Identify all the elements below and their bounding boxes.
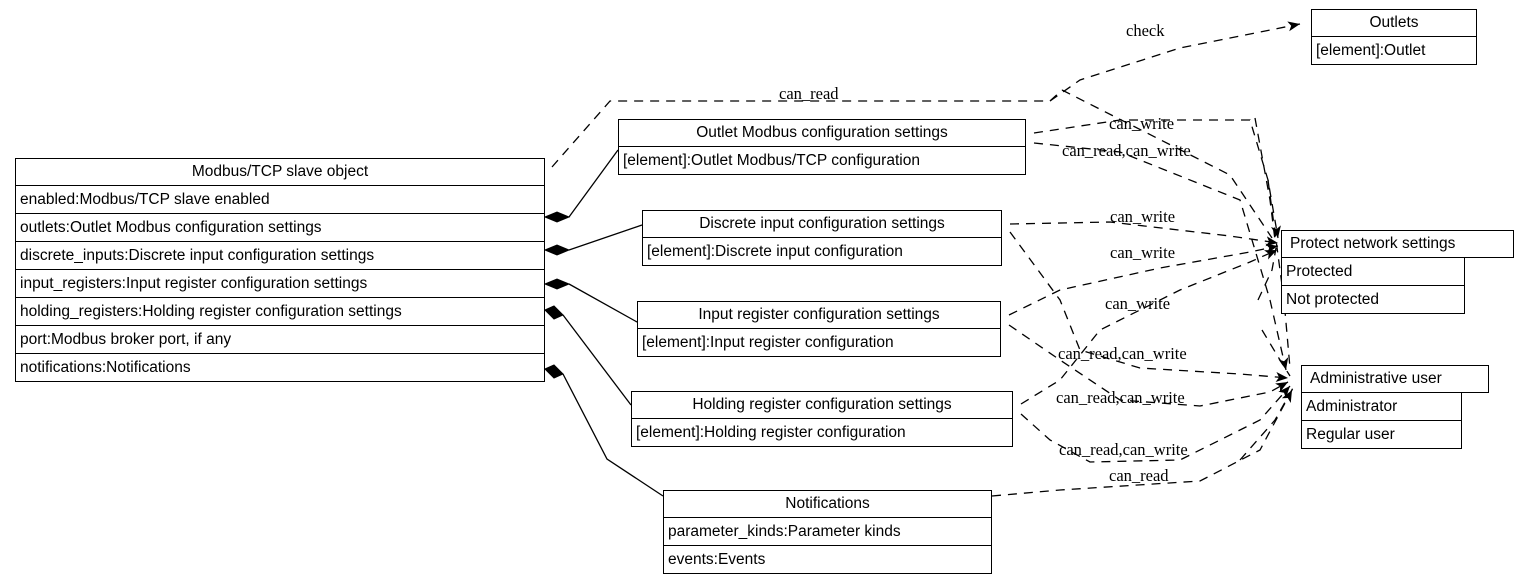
node-notifications[interactable]: Notifications parameter_kinds:Parameter …	[663, 490, 992, 574]
edge-slave-to-discrete-cfg	[568, 224, 643, 251]
node-attribute: Not protected	[1281, 286, 1465, 314]
node-attribute: events:Events	[663, 546, 992, 574]
composition-diamond-discrete	[543, 244, 571, 256]
node-attribute: enabled:Modbus/TCP slave enabled	[15, 186, 545, 214]
node-discrete-input-configuration-settings[interactable]: Discrete input configuration settings [e…	[642, 210, 1002, 266]
node-attribute: Administrator	[1301, 393, 1462, 421]
node-title: Holding register configuration settings	[631, 391, 1013, 419]
node-title: Administrative user	[1301, 365, 1489, 393]
edge-label-can-read-write-outlet: can_read,can_write	[1062, 141, 1191, 160]
edge-label-can-read-top: can_read	[779, 84, 839, 103]
node-holding-register-configuration-settings[interactable]: Holding register configuration settings …	[631, 391, 1013, 447]
node-title: Outlets	[1311, 9, 1477, 37]
edge-slave-to-holding-reg-cfg	[562, 314, 632, 406]
edge-label-can-write-discrete-2: can_write	[1110, 243, 1176, 262]
node-title: Modbus/TCP slave object	[15, 158, 545, 186]
node-attribute: [element]:Outlet	[1311, 37, 1477, 65]
node-protect-network-settings[interactable]: Protect network settings Protected Not p…	[1281, 230, 1514, 314]
node-attribute: [element]:Outlet Modbus/TCP configuratio…	[618, 147, 1026, 175]
node-administrative-user[interactable]: Administrative user Administrator Regula…	[1301, 365, 1489, 449]
node-attribute: discrete_inputs:Discrete input configura…	[15, 242, 545, 270]
edge-strand-admin-b	[1261, 329, 1291, 377]
composition-diamond-holding-registers	[544, 305, 564, 320]
composition-diamond-notifications	[544, 364, 564, 379]
node-outlet-modbus-configuration-settings[interactable]: Outlet Modbus configuration settings [el…	[618, 119, 1026, 175]
node-title: Protect network settings	[1281, 230, 1514, 258]
edge-label-can-read-bottom: can_read	[1109, 466, 1169, 485]
edge-label-can-write-input-reg: can_write	[1105, 294, 1171, 313]
node-attribute: [element]:Input register configuration	[637, 329, 1001, 357]
node-attribute: notifications:Notifications	[15, 354, 545, 382]
edge-label-can-write-discrete: can_write	[1110, 207, 1176, 226]
edge-strand-protect-c	[1257, 247, 1277, 301]
composition-diamond-outlets	[543, 211, 571, 223]
node-title: Notifications	[663, 490, 992, 518]
edge-slave-to-input-reg-cfg	[568, 283, 638, 323]
edge-label-can-read-write-notif: can_read,can_write	[1059, 440, 1188, 459]
node-title: Outlet Modbus configuration settings	[618, 119, 1026, 147]
node-outlets[interactable]: Outlets [element]:Outlet	[1311, 9, 1477, 65]
node-attribute: port:Modbus broker port, if any	[15, 326, 545, 354]
edge-slave-to-outlet-cfg	[568, 149, 619, 218]
edge-strand-protect-b	[1254, 117, 1276, 241]
node-attribute: input_registers:Input register configura…	[15, 270, 545, 298]
node-title: Discrete input configuration settings	[642, 210, 1002, 238]
node-attribute: holding_registers:Holding register confi…	[15, 298, 545, 326]
node-attribute: outlets:Outlet Modbus configuration sett…	[15, 214, 545, 242]
node-input-register-configuration-settings[interactable]: Input register configuration settings [e…	[637, 301, 1001, 357]
edge-label-can-write-outlet: can_write	[1109, 114, 1175, 133]
edge-label-check: check	[1126, 21, 1165, 40]
composition-diamond-input-registers	[543, 278, 571, 290]
edge-label-can-read-write-holding: can_read,can_write	[1056, 388, 1185, 407]
edge-strand-admin-c	[1239, 387, 1294, 461]
edge-holding-reg-can-write	[1020, 249, 1278, 405]
node-attribute: [element]:Discrete input configuration	[642, 238, 1002, 266]
node-title: Input register configuration settings	[637, 301, 1001, 329]
edge-label-can-read-write-input-reg: can_read,can_write	[1058, 344, 1187, 363]
node-attribute: parameter_kinds:Parameter kinds	[663, 518, 992, 546]
node-attribute: Protected	[1281, 258, 1465, 286]
edge-check-to-outlets	[1049, 21, 1301, 102]
node-modbus-tcp-slave-object[interactable]: Modbus/TCP slave object enabled:Modbus/T…	[15, 158, 545, 382]
node-attribute: [element]:Holding register configuration	[631, 419, 1013, 447]
node-attribute: Regular user	[1301, 421, 1462, 449]
